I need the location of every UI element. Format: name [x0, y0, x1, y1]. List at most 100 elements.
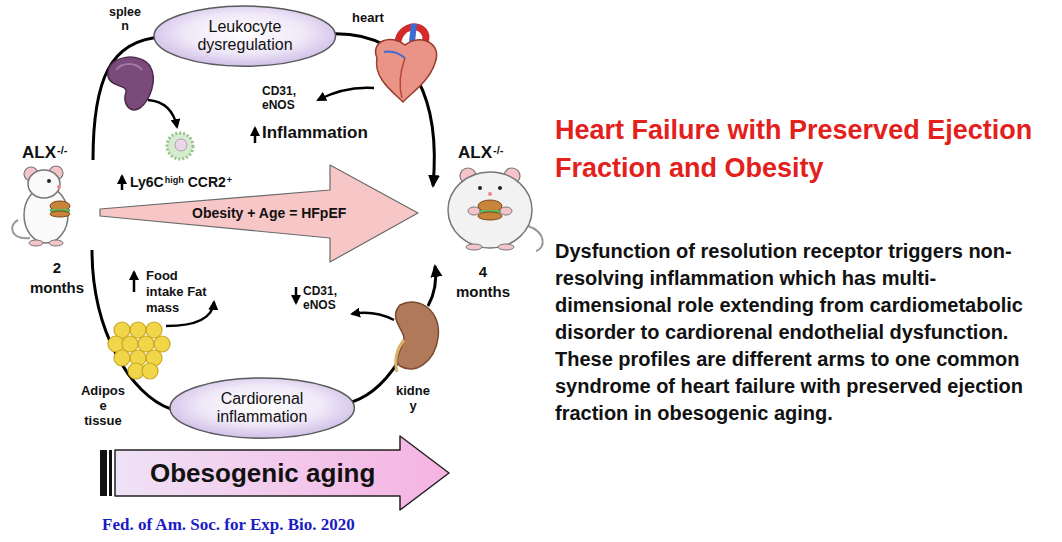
- superscript: -/-: [57, 144, 67, 157]
- pointer-arrow: [148, 100, 177, 127]
- marker-label-box: CD31, eNOS: [303, 284, 345, 312]
- timeline-arrow: Obesogenic aging: [100, 436, 450, 510]
- organ-label: Adipos e tissue: [80, 383, 126, 428]
- effect-label-box: Inflammation: [262, 123, 368, 143]
- arrow-text: Obesity + Age = HFpEF: [192, 206, 346, 221]
- fat-cell: [138, 336, 154, 352]
- mouse-icon: [498, 186, 502, 190]
- adipose-icon: [108, 322, 170, 379]
- heart-icon: [400, 58, 405, 98]
- heart-icon: [376, 39, 437, 102]
- marker-label: CD31, eNOS: [262, 84, 304, 112]
- genotype-label-box: ALX: [22, 143, 56, 163]
- cycle-arc: [93, 37, 162, 160]
- ellipse-shape: [154, 6, 336, 66]
- fat-cell: [114, 350, 130, 366]
- mouse-icon: [47, 179, 51, 183]
- mouse-icon: [528, 226, 543, 251]
- mouse-icon: [28, 170, 60, 198]
- mouse-icon: [448, 172, 532, 248]
- genotype-label: ALX: [458, 143, 492, 163]
- mouse-icon: [500, 207, 512, 215]
- mouse-icon: [29, 240, 43, 246]
- increase-arrow: [254, 128, 257, 143]
- superscript: high: [165, 175, 184, 186]
- organ-label-box: splee n: [105, 5, 145, 33]
- cell-marker: CCR2: [188, 174, 226, 191]
- cell-marker-box: CCR2: [188, 173, 226, 191]
- mouse-icon: [468, 207, 480, 215]
- mouse-icon: [466, 244, 482, 250]
- superscript-box: -/-: [57, 140, 67, 158]
- age-label: 4 months: [452, 262, 514, 302]
- arrow-shape: [115, 436, 449, 510]
- cell-marker: Ly6C: [130, 174, 164, 191]
- title-box: Heart Failure with Preserved Ejection Fr…: [555, 112, 1050, 188]
- mouse-icon: [488, 192, 492, 196]
- body-text-box: Dysfunction of resolution receptor trigg…: [555, 238, 1050, 427]
- fat-cell: [154, 336, 170, 352]
- mouse-icon: [498, 244, 514, 250]
- burger-icon: [50, 211, 70, 217]
- organ-label-box: Adipos e tissue: [80, 383, 126, 428]
- arrow-shape: [100, 165, 418, 262]
- age-label-box: 2 months: [26, 258, 88, 298]
- body-text: Dysfunction of resolution receptor trigg…: [555, 238, 1050, 427]
- fat-cell: [146, 322, 162, 338]
- bar-cap: [109, 450, 112, 496]
- citation-box: Fed. of Am. Soc. for Exp. Bio. 2020: [102, 515, 355, 535]
- heart-icon: [412, 24, 414, 42]
- genotype-label-box: ALX: [458, 143, 492, 163]
- mouse-icon: [478, 186, 482, 190]
- age-label: 2 months: [26, 258, 88, 298]
- age-label-box: 4 months: [452, 262, 514, 302]
- cell-icon: [167, 133, 193, 159]
- spleen-icon: [116, 64, 142, 70]
- cell-icon: [175, 139, 187, 151]
- superscript-box: -/-: [493, 140, 503, 158]
- effect-label: Food intake Fat mass: [146, 268, 208, 316]
- increase-arrow: [121, 176, 124, 190]
- organ-label: heart: [352, 10, 384, 26]
- effect-label: Inflammation: [262, 123, 368, 143]
- fat-cell: [142, 363, 158, 379]
- marker-label: CD31, eNOS: [303, 284, 345, 312]
- mouse-icon: [49, 240, 63, 246]
- fat-cell: [130, 322, 146, 338]
- genotype-label: ALX: [22, 143, 56, 163]
- burger-icon: [478, 200, 502, 212]
- burger-icon: [50, 201, 70, 211]
- pointer-arrow: [318, 88, 374, 100]
- cycle-arc: [428, 266, 436, 306]
- node-text: Leukocyte dysregulation: [186, 18, 304, 55]
- citation: Fed. of Am. Soc. for Exp. Bio. 2020: [102, 515, 355, 535]
- bar-cap: [100, 450, 107, 496]
- process-ellipse: Leukocyte dysregulation: [153, 5, 337, 67]
- fat-cell: [122, 336, 138, 352]
- ellipse-shape: [170, 378, 354, 438]
- organ-label: kidne y: [394, 383, 432, 413]
- superscript: -/-: [493, 144, 503, 157]
- kidney-icon: [396, 302, 439, 369]
- organ-label-box: kidne y: [394, 383, 432, 413]
- cell-marker-box: Ly6C: [130, 173, 164, 191]
- superscript-box: +: [227, 169, 232, 187]
- pointer-arrow: [352, 313, 394, 320]
- node-text: Cardiorenal inflammation: [202, 390, 322, 427]
- arrow-text: Obesogenic aging: [150, 459, 375, 488]
- effect-label-box: Food intake Fat mass: [146, 268, 208, 316]
- title: Heart Failure with Preserved Ejection Fr…: [555, 112, 1050, 188]
- process-ellipse: Cardiorenal inflammation: [169, 377, 355, 439]
- superscript: +: [227, 175, 232, 186]
- burger-icon: [478, 212, 502, 220]
- organ-label: splee n: [105, 5, 145, 33]
- increase-arrow: [133, 272, 136, 292]
- superscript-box: high: [165, 169, 184, 187]
- marker-label-box: CD31, eNOS: [262, 84, 304, 112]
- kidney-icon: [396, 340, 404, 372]
- heart-icon: [384, 51, 405, 58]
- decrease-arrow: [295, 287, 298, 303]
- spleen-icon: [108, 57, 153, 110]
- mouse-icon: [57, 185, 61, 189]
